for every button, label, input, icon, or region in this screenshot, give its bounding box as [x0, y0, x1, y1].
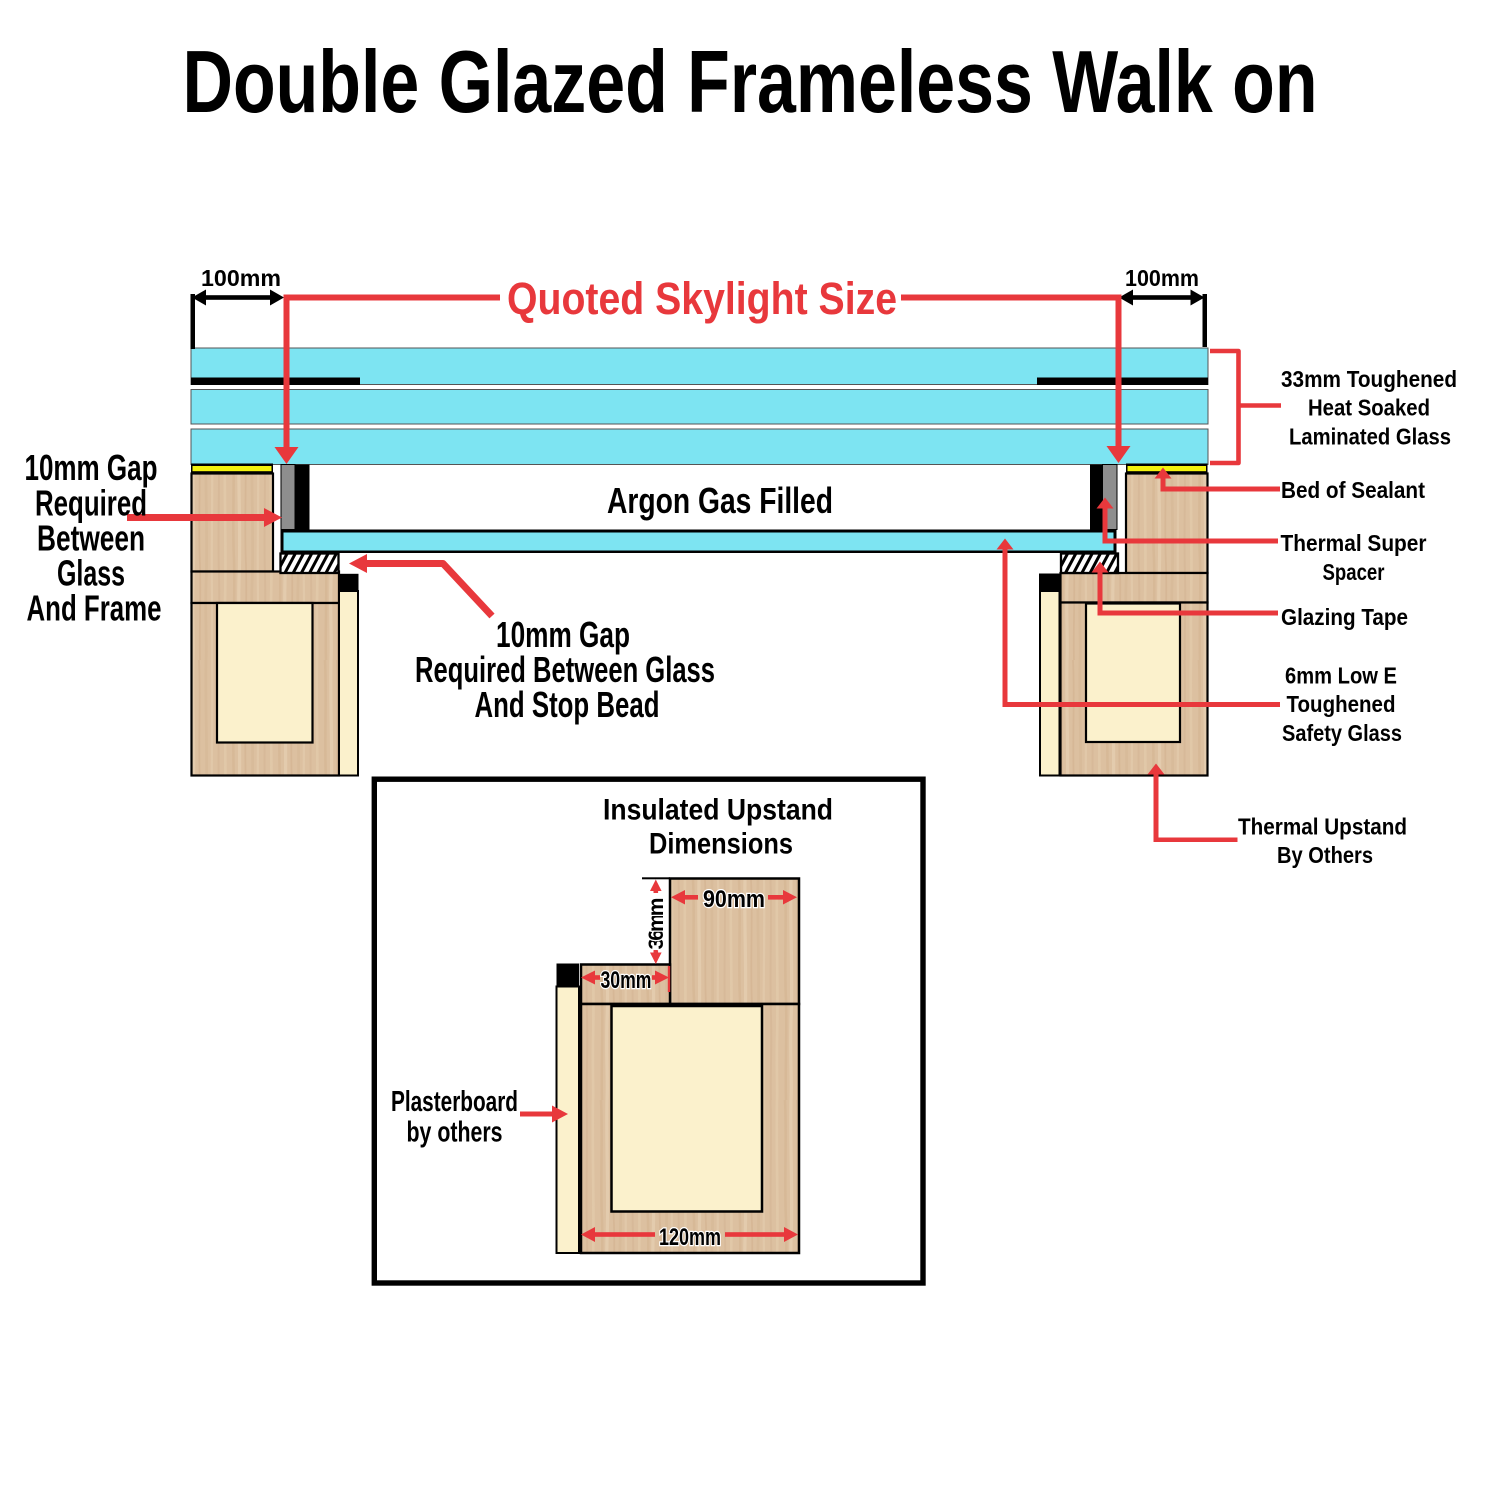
svg-text:6mm Low E: 6mm Low E — [1285, 663, 1397, 689]
svg-text:Plasterboard: Plasterboard — [391, 1086, 518, 1118]
svg-text:90mm: 90mm — [703, 886, 765, 913]
svg-text:Laminated Glass: Laminated Glass — [1289, 424, 1451, 450]
svg-text:Required: Required — [35, 483, 147, 524]
svg-text:Glazing Tape: Glazing Tape — [1281, 604, 1408, 630]
svg-text:10mm Gap: 10mm Gap — [496, 614, 630, 655]
svg-text:Insulated Upstand: Insulated Upstand — [603, 794, 833, 827]
svg-text:30mm: 30mm — [601, 967, 652, 994]
svg-text:Toughened: Toughened — [1287, 691, 1396, 717]
svg-text:Safety Glass: Safety Glass — [1282, 720, 1402, 746]
svg-text:Required Between Glass: Required Between Glass — [415, 649, 715, 690]
svg-text:Between: Between — [37, 518, 145, 559]
svg-text:Heat Soaked: Heat Soaked — [1308, 395, 1430, 421]
svg-text:by others: by others — [407, 1117, 503, 1149]
svg-text:Thermal Super: Thermal Super — [1281, 530, 1427, 556]
svg-text:120mm: 120mm — [659, 1224, 721, 1251]
svg-text:And Frame: And Frame — [27, 588, 162, 629]
svg-text:100mm: 100mm — [1125, 265, 1199, 291]
svg-text:Glass: Glass — [57, 553, 125, 594]
svg-text:And Stop Bead: And Stop Bead — [475, 684, 660, 725]
svg-text:Argon Gas Filled: Argon Gas Filled — [607, 480, 833, 521]
svg-text:By Others: By Others — [1277, 842, 1373, 868]
svg-text:Bed of Sealant: Bed of Sealant — [1281, 477, 1425, 503]
svg-text:Spacer: Spacer — [1323, 559, 1385, 585]
svg-text:100mm: 100mm — [201, 265, 281, 291]
svg-text:Quoted Skylight Size: Quoted Skylight Size — [507, 273, 897, 324]
svg-text:33mm Toughened: 33mm Toughened — [1281, 366, 1457, 392]
svg-text:Double Glazed Frameless Walk o: Double Glazed Frameless Walk on — [183, 32, 1318, 131]
svg-text:10mm Gap: 10mm Gap — [25, 447, 158, 488]
svg-text:36mm: 36mm — [645, 898, 668, 950]
svg-text:Dimensions: Dimensions — [649, 828, 793, 861]
svg-text:Thermal Upstand: Thermal Upstand — [1238, 814, 1407, 840]
